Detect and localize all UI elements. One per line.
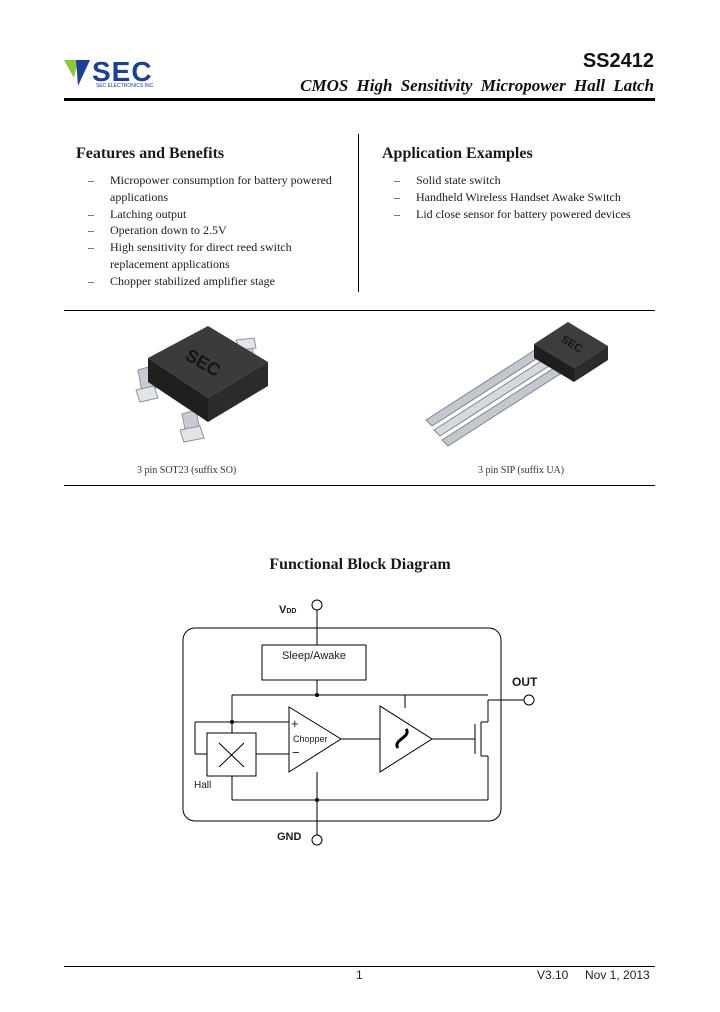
vdd-label: VDD [279, 604, 297, 616]
vdd-terminal [311, 599, 323, 611]
diagram-title: Functional Block Diagram [269, 556, 451, 573]
list-item: Handheld Wireless Handset Awake Switch [382, 189, 662, 206]
gnd-terminal [311, 834, 323, 846]
page-number: 1 [356, 968, 363, 982]
sot23-package-image: SEC [130, 318, 280, 453]
hall-element [206, 732, 257, 777]
header-rule [64, 98, 655, 101]
part-number: SS2412 [582, 50, 654, 72]
list-item: Lid close sensor for battery powered dev… [382, 206, 662, 223]
features-section: Features and Benefits Micropower consump… [76, 145, 341, 290]
document-subtitle: CMOS High Sensitivity Micropower Hall La… [300, 76, 654, 95]
logo-name: SEC [92, 56, 153, 87]
logo-tagline: SEC ELECTRONICS INC. [96, 83, 155, 89]
sleep-awake-label: Sleep/Awake [281, 650, 346, 662]
applications-title: Application Examples [382, 145, 533, 162]
column-divider [358, 134, 359, 292]
sot23-caption: 3 pin SOT23 (suffix SO) [137, 465, 237, 476]
list-item: High sensitivity for direct reed switch … [76, 239, 341, 273]
section-rule [64, 310, 655, 311]
applications-section: Application Examples Solid state switch … [382, 145, 662, 222]
out-terminal [523, 694, 535, 706]
date-label: Nov 1, 2013 [585, 968, 650, 982]
package-rule [64, 485, 655, 486]
hall-label: Hall [194, 780, 212, 791]
footer-rule [64, 966, 655, 967]
applications-list: Solid state switch Handheld Wireless Han… [382, 172, 662, 222]
sip-package-image: SEC [418, 316, 613, 451]
out-label: OUT [512, 675, 538, 689]
features-list: Micropower consumption for battery power… [76, 172, 341, 290]
list-item: Solid state switch [382, 172, 662, 189]
minus-label: − [292, 745, 300, 760]
list-item: Operation down to 2.5V [76, 222, 341, 239]
plus-label: + [291, 716, 299, 731]
list-item: Latching output [76, 206, 341, 223]
gnd-label: GND [277, 831, 302, 843]
version-label: V3.10 [537, 968, 569, 982]
company-logo: SEC SEC ELECTRONICS INC. [62, 56, 180, 92]
list-item: Micropower consumption for battery power… [76, 172, 341, 206]
chopper-label: Chopper [293, 734, 328, 744]
sip-caption: 3 pin SIP (suffix UA) [478, 465, 565, 476]
logo-mark-icon [64, 60, 90, 86]
features-title: Features and Benefits [76, 145, 225, 162]
list-item: Chopper stabilized amplifier stage [76, 273, 341, 290]
schmitt-trigger [379, 705, 433, 773]
schmitt-symbol-icon [395, 728, 409, 749]
